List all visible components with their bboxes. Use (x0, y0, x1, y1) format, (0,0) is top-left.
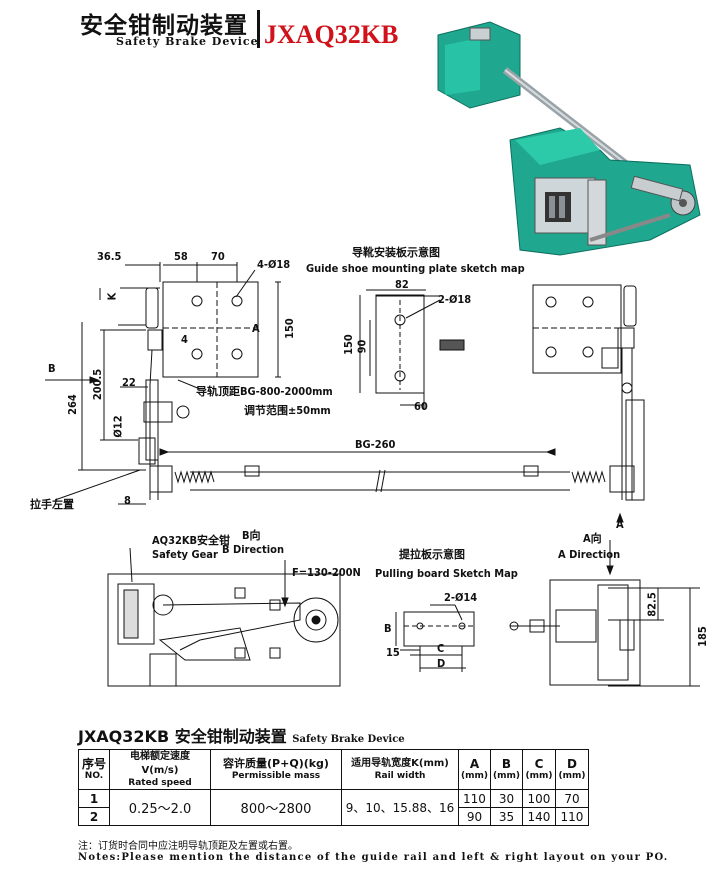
dim-a: A (252, 322, 260, 335)
dim-70: 70 (211, 250, 225, 263)
dim-150-mid: 150 (341, 334, 355, 355)
dim-b-pulling: B (384, 622, 392, 635)
a-direction-en: A Direction (558, 548, 621, 561)
header-speed: 电梯额定速度V(m/s) Rated speed (109, 749, 211, 790)
title-chinese: 安全钳制动装置 (80, 13, 248, 39)
header-no: 序号 NO. (78, 749, 110, 790)
header-rail-cn: 适用导轨宽度K(mm) (351, 758, 449, 769)
header-c: C (mm) (521, 749, 556, 790)
cell-c-2: 140 (521, 807, 556, 826)
b-direction-en: B Direction (222, 543, 285, 556)
dim-2-018: 2-Ø18 (438, 293, 472, 306)
safety-gear-cn: AQ32KB安全钳 (152, 534, 231, 547)
dim-185: 185 (695, 626, 709, 647)
cell-mass: 800～2800 (210, 789, 342, 826)
dim-264: 264 (65, 394, 79, 415)
a-direction-cn: A向 (583, 532, 602, 545)
dim-b: B (48, 362, 56, 375)
cell-d-1: 70 (554, 789, 589, 808)
adjust-range-label: 调节范围±50mm (244, 404, 331, 417)
header-b-unit: (mm) (492, 771, 520, 781)
cell-no-1: 1 (78, 789, 110, 808)
header-d-unit: (mm) (558, 771, 586, 781)
pulling-board-cn: 提拉板示意图 (399, 548, 465, 561)
header-mass-cn: 容许质量(P+Q)(kg) (223, 757, 329, 770)
dim-k: K (105, 292, 119, 301)
guide-shoe-title-en: Guide shoe mounting plate sketch map (306, 262, 525, 275)
b-direction-cn: B向 (242, 529, 261, 542)
dim-150-left: 150 (282, 318, 296, 339)
header-c-label: C (534, 757, 544, 771)
dim-15: 15 (386, 646, 400, 659)
table-header-row: 序号 NO. 电梯额定速度V(m/s) Rated speed 容许质量(P+Q… (78, 749, 589, 790)
main-assembly-drawing (45, 262, 645, 505)
dim-58: 58 (174, 250, 188, 263)
table-title-en: Safety Brake Device (292, 734, 405, 745)
handle-left-label: 拉手左置 (30, 498, 74, 511)
cell-rail: 9、10、15.88、16 (341, 789, 459, 826)
product-photo (437, 21, 701, 256)
safety-gear-en: Safety Gear (152, 548, 218, 561)
note-chinese: 注：订货时合同中应注明导轨顶距及左置或右置。 (78, 841, 298, 852)
header-mass-en: Permissible mass (231, 771, 321, 781)
header-speed-en: Rated speed (128, 778, 192, 788)
cell-speed: 0.25～2.0 (109, 789, 211, 826)
header-d: D (mm) (554, 749, 589, 790)
model-number: JXAQ32KB (264, 20, 399, 49)
table-row: 2 90 35 140 110 (78, 807, 589, 826)
force-label: F=130-200N (292, 566, 361, 579)
cell-d-2: 110 (554, 807, 589, 826)
guide-rail-distance-label: 导轨顶距BG-800-2000mm (196, 385, 333, 398)
cell-a-1: 110 (458, 789, 491, 808)
a-direction-drawing (509, 512, 700, 687)
header-no-en: NO. (84, 771, 104, 781)
cell-c-1: 100 (521, 789, 556, 808)
table-title: JXAQ32KB 安全钳制动装置 Safety Brake Device (78, 723, 405, 747)
header-rail: 适用导轨宽度K(mm) Rail width (341, 749, 459, 790)
header-mass: 容许质量(P+Q)(kg) Permissible mass (210, 749, 342, 790)
dim-82: 82 (395, 278, 409, 291)
dim-36-5: 36.5 (97, 250, 122, 263)
dim-c: C (437, 642, 445, 655)
b-direction-drawing (107, 547, 341, 687)
dim-4-018: 4-Ø18 (257, 258, 291, 271)
dim-2-014: 2-Ø14 (444, 591, 478, 604)
cell-a-2: 90 (458, 807, 491, 826)
header-d-label: D (566, 757, 577, 771)
header-a: A (mm) (458, 749, 491, 790)
spec-table: 序号 NO. 电梯额定速度V(m/s) Rated speed 容许质量(P+Q… (78, 749, 589, 826)
header-a-label: A (469, 757, 480, 771)
bg-260-label: BG-260 (355, 438, 396, 451)
table-title-cn: JXAQ32KB 安全钳制动装置 (78, 727, 287, 746)
title-divider (257, 10, 260, 48)
note-english: Notes:Please mention the distance of the… (78, 852, 669, 863)
guide-shoe-plate-sketch (359, 289, 465, 410)
title-english: Safety Brake Device (116, 35, 259, 48)
dim-90: 90 (355, 339, 369, 354)
header-b: B (mm) (489, 749, 523, 790)
dim-8: 8 (124, 494, 131, 507)
header-rail-en: Rail width (374, 771, 426, 781)
header-no-cn: 序号 (81, 757, 106, 771)
dim-60: 60 (414, 400, 428, 413)
table-row: 1 0.25～2.0 800～2800 9、10、15.88、16 110 30… (78, 789, 589, 826)
dim-82-5: 82.5 (645, 592, 659, 617)
header-c-unit: (mm) (525, 771, 553, 781)
dim-22: 22 (122, 376, 136, 389)
cell-no-2: 2 (78, 807, 110, 826)
header-speed-cn: 电梯额定速度V(m/s) (130, 751, 190, 776)
dim-d: D (437, 657, 446, 670)
cell-b-1: 30 (489, 789, 523, 808)
header-b-label: B (501, 757, 512, 771)
cell-b-2: 35 (489, 807, 523, 826)
dim-a-arrow: A (616, 518, 624, 531)
header-a-unit: (mm) (461, 771, 488, 781)
dim-4: 4 (181, 333, 188, 346)
dim-200-5: 200.5 (91, 368, 105, 401)
pulling-board-sketch (395, 604, 475, 672)
dim-012: Ø12 (111, 415, 125, 438)
pulling-board-en: Pulling board Sketch Map (375, 567, 518, 580)
guide-shoe-title-cn: 导靴安装板示意图 (352, 246, 440, 259)
